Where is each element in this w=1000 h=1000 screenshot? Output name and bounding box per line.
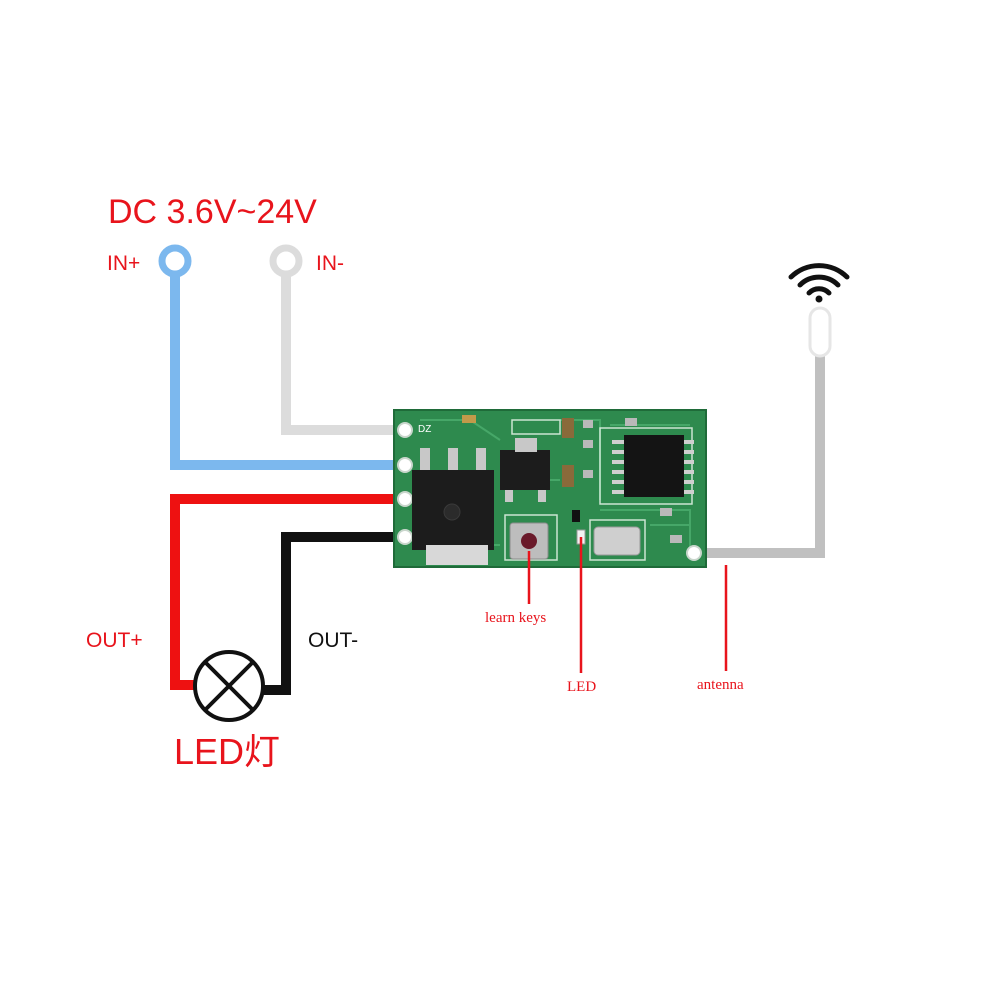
- out-minus-label: OUT-: [308, 629, 358, 652]
- out-minus-wire: [262, 532, 405, 695]
- in-plus-label: IN+: [107, 252, 140, 275]
- wifi-signal-icon: [788, 263, 850, 303]
- led-lamp-label: LED灯: [174, 731, 280, 772]
- antenna-tip: [808, 306, 832, 358]
- antenna-callout: antenna: [697, 677, 744, 693]
- lamp-icon: [193, 650, 265, 722]
- antenna-wire: [690, 345, 825, 558]
- learn-keys-callout: learn keys: [485, 610, 546, 626]
- led-callout: LED: [567, 679, 596, 695]
- out-plus-wire: [170, 494, 405, 690]
- pcb-marking: DZ: [418, 424, 431, 435]
- in-minus-wire: [269, 244, 405, 435]
- learn-key-button: [509, 522, 549, 560]
- terminal-pads: [397, 422, 413, 545]
- receiver-pcb: DZ: [393, 409, 707, 568]
- out-plus-label: OUT+: [86, 629, 143, 652]
- in-plus-wire: [158, 244, 405, 470]
- supply-voltage-title: DC 3.6V~24V: [108, 193, 317, 231]
- in-minus-label: IN-: [316, 252, 344, 275]
- callout-lines: [527, 537, 728, 673]
